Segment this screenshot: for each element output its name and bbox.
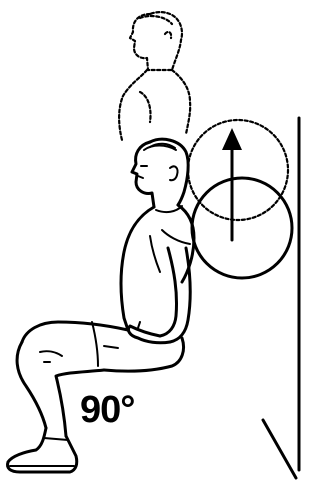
exercise-ball <box>192 178 292 278</box>
knee-angle-label: 90° <box>80 391 134 429</box>
wall <box>263 118 299 478</box>
standing-start-figure <box>119 12 190 140</box>
movement-arrow <box>222 128 242 240</box>
arrow-head-icon <box>222 128 242 150</box>
ball-start-position <box>188 120 288 220</box>
